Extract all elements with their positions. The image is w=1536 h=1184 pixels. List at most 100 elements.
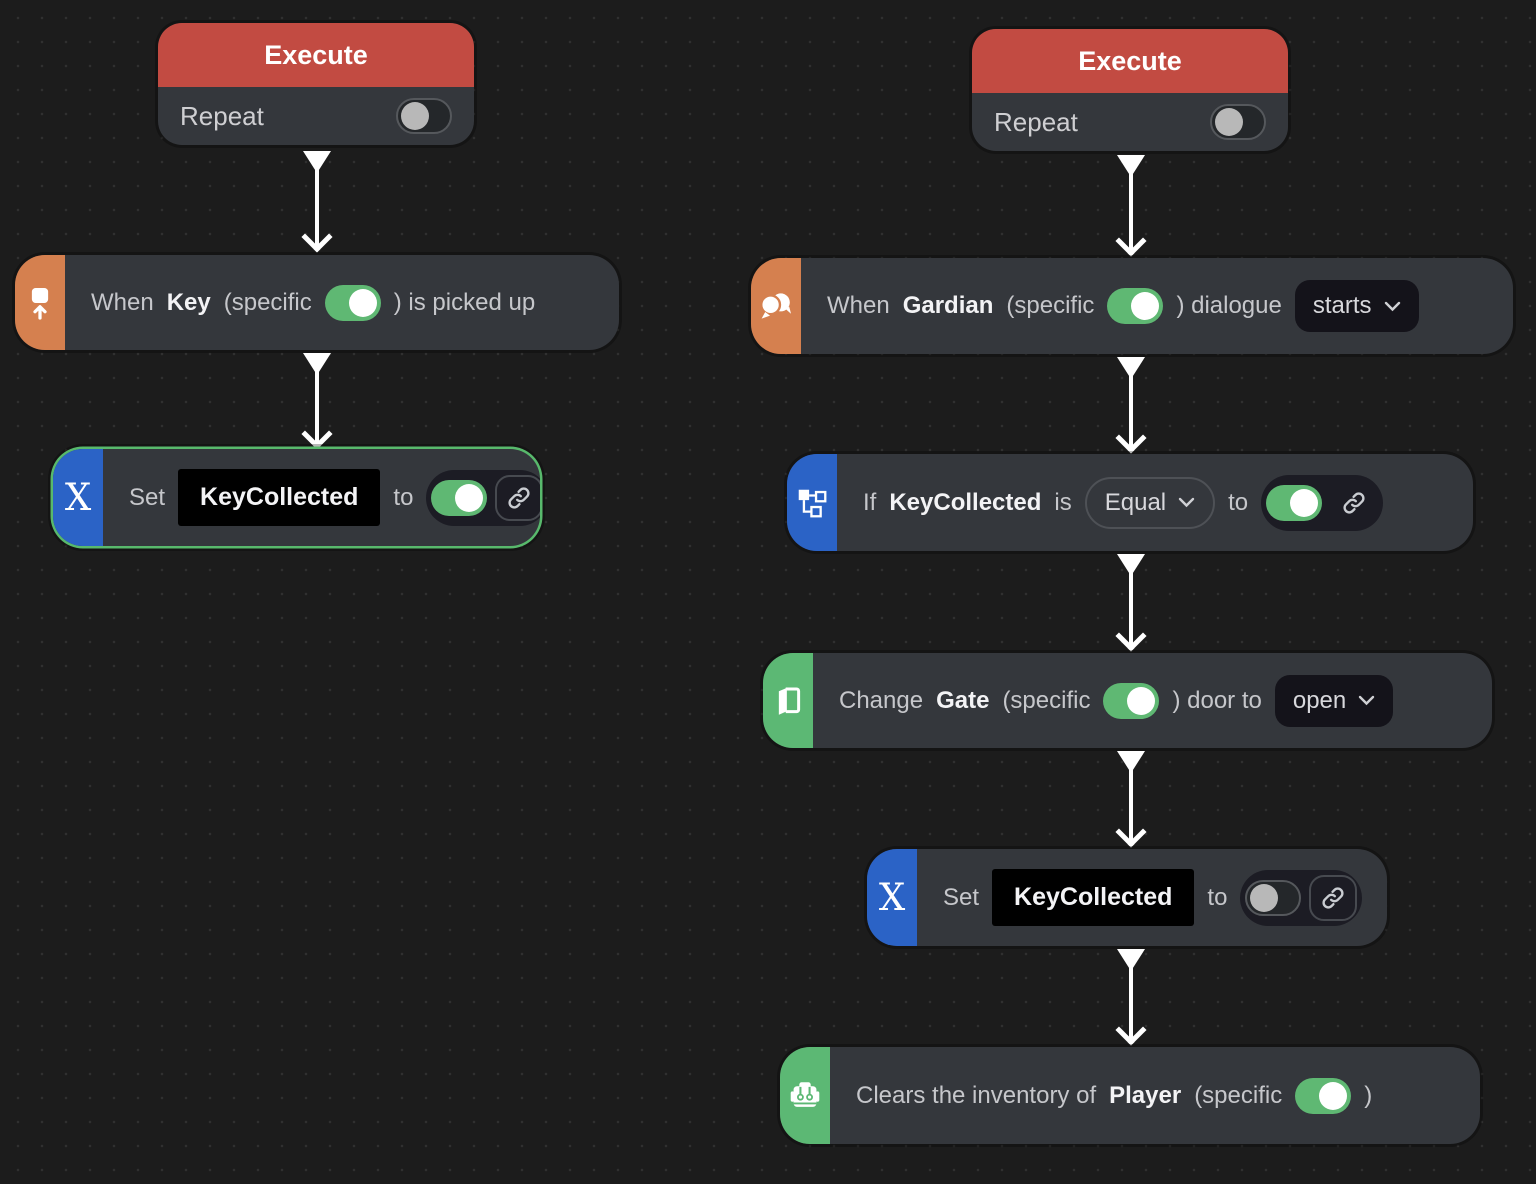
arrow-head xyxy=(1115,422,1147,454)
node-execute-left[interactable]: Execute Repeat xyxy=(158,23,474,145)
node-if-keycollected[interactable]: If KeyCollected is Equal to xyxy=(787,454,1473,551)
node-set-keycollected-left[interactable]: X Set KeyCollected to xyxy=(53,449,540,546)
action-text: ) door to xyxy=(1172,686,1262,714)
repeat-toggle[interactable] xyxy=(1210,104,1266,140)
event-text: When xyxy=(91,288,154,316)
arrow-head xyxy=(301,221,333,253)
flow-arrow xyxy=(1109,554,1153,652)
toggle-knob xyxy=(1250,883,1279,912)
link-icon[interactable] xyxy=(1330,480,1378,526)
repeat-label: Repeat xyxy=(180,100,264,131)
execute-header[interactable]: Execute xyxy=(972,29,1288,93)
chevron-down-icon xyxy=(1384,301,1400,311)
variable-name: KeyCollected xyxy=(889,488,1042,516)
dropdown-value: starts xyxy=(1312,292,1372,319)
node-when-gardian-dialogue[interactable]: When Gardian (specific ) dialogue starts xyxy=(751,258,1513,354)
specific-label: (specific xyxy=(223,288,312,316)
toggle-knob xyxy=(401,102,429,130)
specific-label: (specific xyxy=(1002,686,1091,714)
action-text: Set xyxy=(943,883,980,911)
specific-toggle[interactable] xyxy=(1107,288,1164,324)
event-text: When xyxy=(827,292,890,319)
toggle-knob xyxy=(1290,488,1319,517)
flow-arrow xyxy=(295,151,339,253)
logic-text: to xyxy=(1228,488,1249,516)
specific-toggle[interactable] xyxy=(324,284,381,321)
arrow-head xyxy=(1115,1014,1147,1046)
toggle-knob xyxy=(1319,1081,1348,1110)
door-icon xyxy=(763,653,813,748)
arrow-line xyxy=(1129,367,1133,447)
variable-name-input[interactable]: KeyCollected xyxy=(178,469,381,526)
chevron-down-icon xyxy=(1178,497,1195,508)
arrow-line xyxy=(1129,165,1133,250)
branch-icon xyxy=(787,454,837,551)
action-text: Clears the inventory of xyxy=(856,1081,1097,1109)
execute-header[interactable]: Execute xyxy=(158,23,474,87)
node-when-key[interactable]: When Key (specific ) is picked up xyxy=(15,255,619,350)
pickup-icon xyxy=(15,255,65,350)
value-toggle[interactable] xyxy=(1266,484,1323,521)
variable-icon: X xyxy=(867,849,917,946)
arrow-line xyxy=(1129,564,1133,645)
action-text: to xyxy=(393,483,414,511)
dropdown-value: open xyxy=(1292,686,1347,714)
action-text: to xyxy=(1207,883,1228,911)
variable-icon-glyph: X xyxy=(878,876,906,919)
target-name: Key xyxy=(166,288,211,316)
variable-icon: X xyxy=(53,449,103,546)
specific-label: (specific xyxy=(1006,292,1095,319)
toggle-knob xyxy=(455,483,484,512)
toggle-knob xyxy=(1131,292,1160,320)
arrow-head xyxy=(1115,620,1147,652)
toggle-knob xyxy=(1215,108,1243,136)
value-group xyxy=(1261,474,1384,531)
toggle-knob xyxy=(1127,686,1156,715)
flow-arrow xyxy=(1109,949,1153,1046)
arrow-line xyxy=(1129,761,1133,841)
logic-text: If xyxy=(863,488,877,516)
target-name: Gardian xyxy=(902,292,994,319)
flow-arrow xyxy=(295,353,339,450)
arrow-line xyxy=(1129,959,1133,1039)
arrow-line xyxy=(315,363,319,443)
arrow-head xyxy=(1115,816,1147,848)
value-toggle[interactable] xyxy=(1245,879,1302,916)
node-execute-right[interactable]: Execute Repeat xyxy=(972,29,1288,151)
node-set-keycollected-right[interactable]: X Set KeyCollected to xyxy=(867,849,1387,946)
flow-arrow xyxy=(1109,751,1153,848)
door-state-dropdown[interactable]: open xyxy=(1274,674,1394,727)
arrow-head xyxy=(301,418,333,450)
link-icon[interactable] xyxy=(495,474,540,521)
value-group xyxy=(426,469,540,526)
toggle-knob xyxy=(348,288,377,317)
event-text: ) dialogue xyxy=(1176,292,1282,319)
dialogue-phase-dropdown[interactable]: starts xyxy=(1294,280,1419,332)
specific-label: (specific xyxy=(1194,1081,1283,1109)
value-toggle[interactable] xyxy=(431,479,488,516)
logic-text: is xyxy=(1054,488,1072,516)
target-name: Gate xyxy=(936,686,990,714)
variable-name-input[interactable]: KeyCollected xyxy=(992,869,1195,926)
repeat-toggle[interactable] xyxy=(396,98,452,134)
chevron-down-icon xyxy=(1359,695,1375,706)
arrow-line xyxy=(315,161,319,246)
flow-arrow xyxy=(1109,155,1153,257)
inventory-icon xyxy=(780,1047,830,1144)
action-text: ) xyxy=(1364,1081,1373,1109)
node-clears-inventory[interactable]: Clears the inventory of Player (specific… xyxy=(780,1047,1480,1144)
operator-dropdown[interactable]: Equal xyxy=(1084,476,1216,529)
specific-toggle[interactable] xyxy=(1103,682,1160,719)
repeat-label: Repeat xyxy=(994,106,1078,137)
flow-arrow xyxy=(1109,357,1153,454)
specific-toggle[interactable] xyxy=(1295,1077,1352,1114)
target-name: Player xyxy=(1109,1081,1182,1109)
dialogue-icon xyxy=(751,258,801,354)
action-text: Set xyxy=(129,483,166,511)
node-change-gate-door[interactable]: Change Gate (specific ) door to open xyxy=(763,653,1492,748)
value-group xyxy=(1240,869,1363,926)
action-text: Change xyxy=(839,686,924,714)
link-icon[interactable] xyxy=(1309,874,1358,921)
arrow-head xyxy=(1115,225,1147,257)
